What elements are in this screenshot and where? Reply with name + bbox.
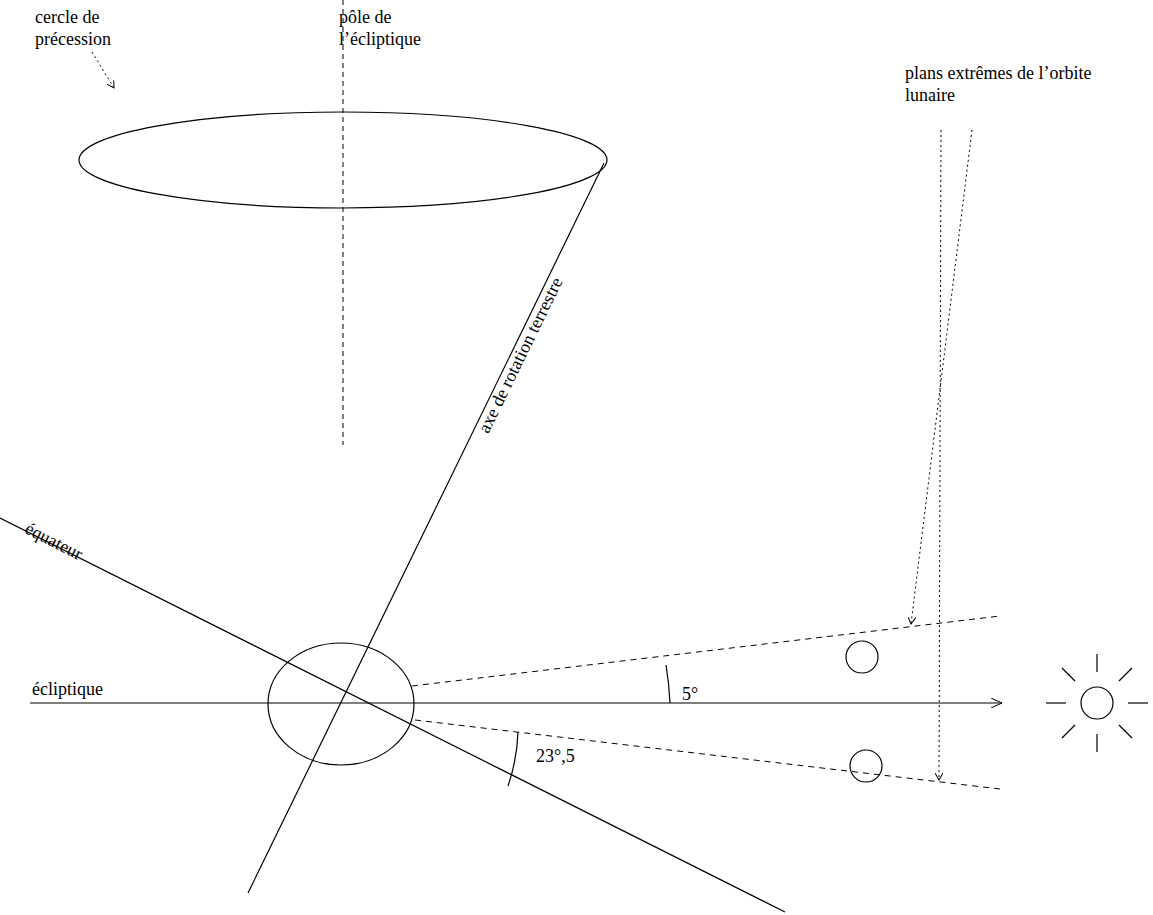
sun [1046, 654, 1148, 752]
lunar-plane [415, 720, 1000, 789]
ecliptic-pole-line [343, 0, 344, 445]
angle-arc [666, 665, 670, 703]
ecliptic-label: écliptique [30, 678, 144, 700]
angle-label: 23°,5 [536, 745, 596, 767]
moon [850, 750, 882, 782]
equator-line [0, 518, 785, 912]
rotation-axis [248, 163, 604, 893]
pole-label: pôle de l’écliptique [339, 6, 459, 50]
leader-line [92, 52, 114, 88]
earth [268, 643, 414, 765]
lunar-plane [412, 616, 1000, 686]
equator-label: équateur [21, 517, 86, 565]
angle-arc [508, 732, 518, 786]
leader-line [939, 130, 941, 780]
precession-label: cercle de précession [35, 6, 135, 50]
axis-label: axe de rotation terrestre [473, 274, 567, 437]
moon [846, 641, 878, 673]
lunar-plane-label: plans extrêmes de l’orbite lunaire [905, 62, 1127, 106]
ecliptic-line [30, 702, 1002, 703]
leader-line [911, 130, 972, 624]
angle-label: 5° [682, 683, 722, 705]
precession-circle [79, 112, 607, 208]
